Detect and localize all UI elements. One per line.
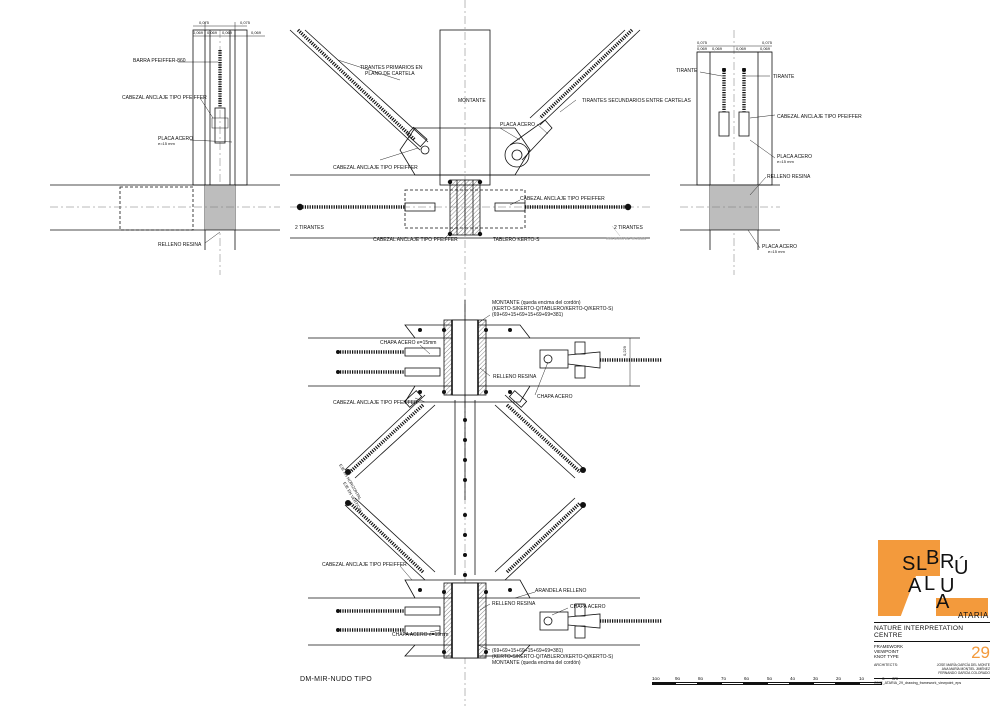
scale-ticks: 1oo 9o 8o 7o 6o 5o 4o 3o 2o 1o o cm [652, 676, 904, 681]
label-cordon: CORDON DE CRUJIA [606, 236, 646, 241]
label-placa-bottom-right: PLACA ACERO [762, 244, 797, 250]
sheet-number: 29 [971, 643, 990, 662]
top-right-section: 0,075 0,075 0,069 0,069 0,069 0,069 TIRA… [676, 30, 862, 275]
scale-tick: 6o [744, 676, 750, 681]
label-chapa-acero-mid: CHAPA ACERO [537, 394, 573, 400]
label-placa-e-bottom-right: e=15 mm [768, 249, 785, 254]
label-tirantes-primarios: TIRANTES PRIMARIOS EN [360, 65, 423, 71]
architects-label: ARCHITECTS: [874, 663, 898, 667]
middle-section: 0,229 MONTANTE (queda encima del cordón)… [308, 300, 662, 514]
label-relleno-bottom: RELLENO RESINA [492, 601, 536, 607]
label-tirante-right: TIRANTE [773, 74, 795, 80]
dim-0229: 0,229 [622, 345, 627, 356]
top-center-section: TIRANTES PRIMARIOS EN PLANO DE CARTELA M… [289, 0, 691, 706]
label-dims-bottom: (69+69+15+69+15+69+69=381) [492, 648, 563, 654]
label-tirante-left: TIRANTE [676, 68, 698, 74]
label-comp-bottom: (KERTO-S/KERTO-Q/TABLERO/KERTO-Q/KERTO-S… [492, 654, 613, 660]
scale-tick: 1o [859, 676, 865, 681]
scale-bar: 1oo 9o 8o 7o 6o 5o 4o 3o 2o 1o o cm [652, 676, 904, 685]
scale-tick: 5o [767, 676, 773, 681]
label-cabezal-top-2: CABEZAL ANCLAJE TIPO PFEIFFER [520, 196, 605, 202]
label-arandela: ARANDELA RELLENO [535, 588, 587, 594]
label-placa-left: PLACA ACERO [158, 136, 193, 142]
dim-sub-1: 0,069 [193, 30, 204, 35]
architects-list: JOSE MARÍA GARCÍA DEL MONTE ANA MARÍA MO… [936, 663, 990, 676]
label-placa-e-right: e=15 mm [777, 159, 794, 164]
scale-tick: 2o [836, 676, 842, 681]
dim-0075-right-r: 0,075 [762, 40, 773, 45]
dim-sub-4: 0,069 [251, 30, 262, 35]
dim-sub-r2: 0,069 [712, 46, 723, 51]
dim-0075-right: 0,075 [240, 20, 251, 25]
label-cabezal-mid: CABEZAL ANCLAJE TIPO PFEIFFER [333, 400, 418, 406]
label-chapa-mid: CHAPA ACERO e=15mm [380, 340, 436, 346]
label-placa-e-left: e=15 mm [158, 141, 175, 146]
label-tablero-kerto: TABLERO KERTO-S [493, 237, 540, 243]
label-cabezal-top-1: CABEZAL ANCLAJE TIPO PFEIFFER [333, 165, 418, 171]
scale-bar-segments [652, 682, 904, 685]
dim-sub-2: 0,069 [207, 30, 218, 35]
scale-tick: 8o [698, 676, 704, 681]
dim-sub-r4: 0,069 [760, 46, 771, 51]
logo: S L B R Ú A L U A [878, 540, 988, 620]
scale-tick: 4o [790, 676, 796, 681]
title-block: NATURE INTERPRETATION CENTRE FRAMEWORK V… [874, 622, 990, 685]
bottom-section: CABEZAL ANCLAJE TIPO PFEIFFER ARANDELA R… [308, 497, 662, 666]
label-cabezal-bottom: CABEZAL ANCLAJE TIPO PFEIFFER [322, 562, 407, 568]
label-chapa-bottom: CHAPA ACERO [570, 604, 606, 610]
label-chapa-e-bottom: CHAPA ACERO e=15mm [392, 632, 448, 638]
scale-tick: 9o [675, 676, 681, 681]
dim-0075-left: 0,075 [199, 20, 210, 25]
label-relleno-mid: RELLENO RESINA [493, 374, 537, 380]
label-comp-mid: (KERTO-S/KERTO-Q/TABLERO/KERTO-Q/KERTO-S… [492, 306, 613, 312]
scale-tick: 3o [813, 676, 819, 681]
scale-tick: 7o [721, 676, 727, 681]
label-montante-mid: MONTANTE (queda encima del cordón) [492, 300, 581, 306]
dim-sub-r1: 0,069 [697, 46, 708, 51]
drawing-title: DM-MIR-NUDO TIPO [300, 676, 372, 683]
label-montante-bottom: MONTANTE (queda encima del cordón) [492, 660, 581, 666]
brand-name: ATARIA [958, 611, 989, 620]
top-left-section: 0,075 0,075 0,069 0,069 0,069 0,069 BARR… [50, 20, 280, 275]
label-dos-tirantes-left: 2 TIRANTES [295, 225, 324, 231]
project-name: NATURE INTERPRETATION CENTRE [874, 622, 990, 642]
label-cabezal-left: CABEZAL ANCLAJE TIPO PFEIFFER [122, 95, 207, 101]
label-cabezal-right: CABEZAL ANCLAJE TIPO PFEIFFER [777, 114, 862, 120]
sheet-subject: FRAMEWORK VIEWPOINT KNOT TYPE [874, 644, 904, 660]
file-name: GIVE_ATARIA_29_drawing_framework_viewpoi… [874, 677, 990, 685]
label-relleno-right: RELLENO RESINA [767, 174, 811, 180]
label-barra-pfeiffer: BARRA PFEIFFER-860 [133, 58, 186, 64]
scale-tick: 1oo [652, 676, 660, 681]
label-cabezal-top-3: CABEZAL ANCLAJE TIPO PFEIFFER [373, 237, 458, 243]
label-dims-mid: (69+69+15+69+15+69+69=381) [492, 312, 563, 318]
dim-0075-left-r: 0,075 [697, 40, 708, 45]
label-placa-acero-top: PLACA ACERO [500, 122, 535, 128]
label-montante-top: MONTANTE [458, 98, 486, 104]
label-dos-tirantes-right: 2 TIRANTES [614, 225, 643, 231]
dim-sub-r3: 0,069 [736, 46, 747, 51]
label-plano-cartela: PLANO DE CARTELA [365, 71, 415, 77]
label-relleno-left: RELLENO RESINA [158, 242, 202, 248]
label-placa-right: PLACA ACERO [777, 154, 812, 160]
middle-bolts [418, 328, 512, 482]
dim-sub-3: 0,069 [222, 30, 233, 35]
label-tirantes-secundarios: TIRANTES SECUNDARIOS ENTRE CARTELAS [582, 98, 691, 104]
